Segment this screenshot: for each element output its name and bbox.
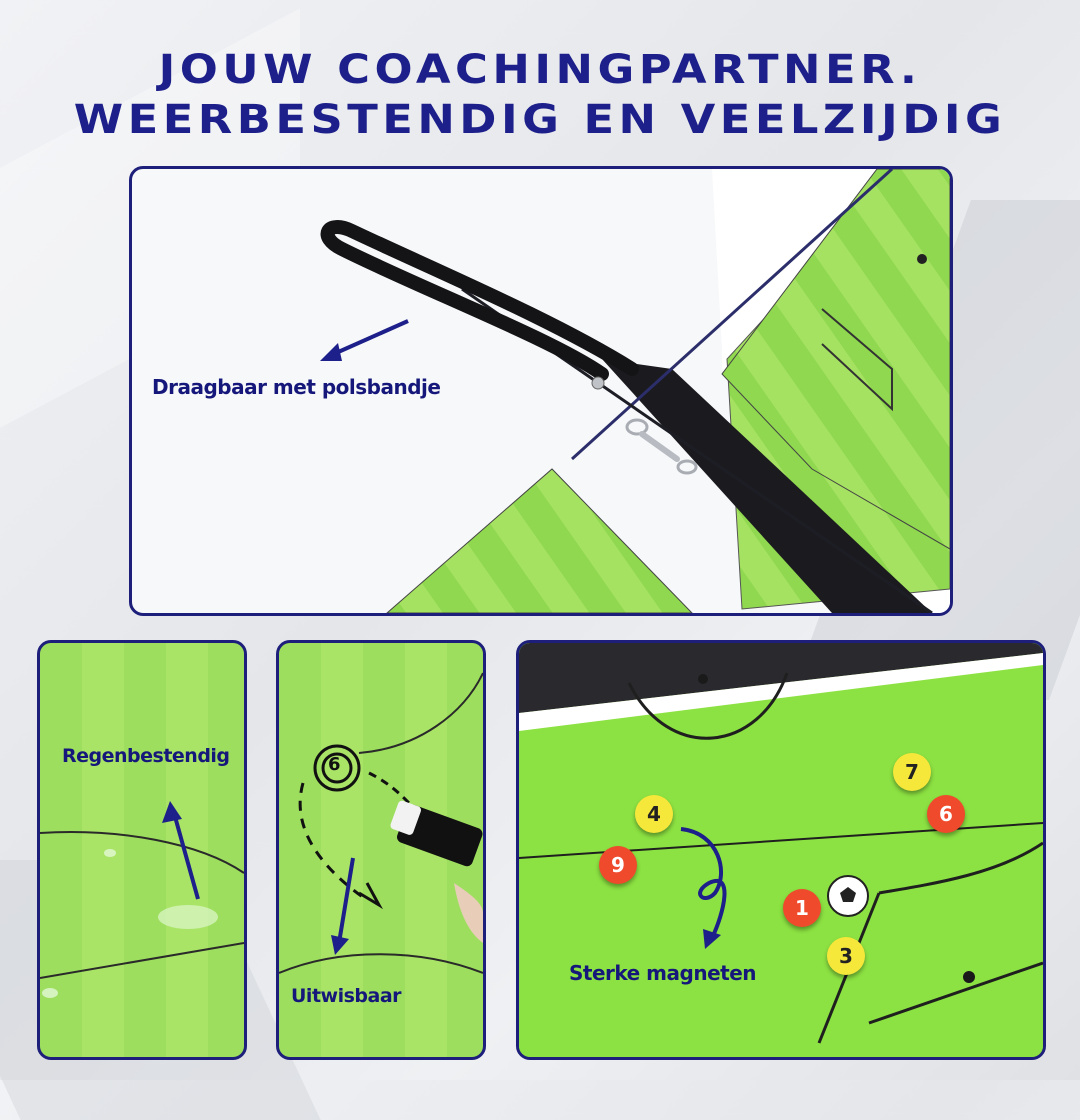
magnet-6[interactable]: 6 bbox=[927, 795, 965, 833]
magnets-label: Sterke magneten bbox=[569, 961, 757, 985]
marker-drawing-photo bbox=[279, 643, 483, 1057]
rain-photo-panel: Regenbestendig bbox=[37, 640, 247, 1060]
magnets-photo-panel: 7 6 4 9 1 3 Sterke magneten bbox=[516, 640, 1046, 1060]
drawn-player-number: 6 bbox=[328, 754, 341, 775]
magnet-4[interactable]: 4 bbox=[635, 795, 673, 833]
erasable-photo-panel: Uitwisbaar 6 bbox=[276, 640, 486, 1060]
magnet-board-photo bbox=[519, 643, 1043, 1057]
rain-label: Regenbestendig bbox=[62, 745, 230, 767]
headline-line-1: Jouw coachingpartner. bbox=[158, 47, 922, 93]
magnet-7[interactable]: 7 bbox=[893, 753, 931, 791]
headline-line-2: Weerbestendig en veelzijdig bbox=[73, 97, 1007, 143]
wet-pitch-photo bbox=[40, 643, 244, 1057]
tactics-board-photo bbox=[320, 169, 950, 613]
magnet-3[interactable]: 3 bbox=[827, 937, 865, 975]
magnet-9[interactable]: 9 bbox=[599, 846, 637, 884]
magnet-1[interactable]: 1 bbox=[783, 889, 821, 927]
strap-label: Draagbaar met polsbandje bbox=[152, 375, 441, 399]
strap-photo-panel: Draagbaar met polsbandje bbox=[129, 166, 953, 616]
erasable-label: Uitwisbaar bbox=[291, 985, 402, 1007]
